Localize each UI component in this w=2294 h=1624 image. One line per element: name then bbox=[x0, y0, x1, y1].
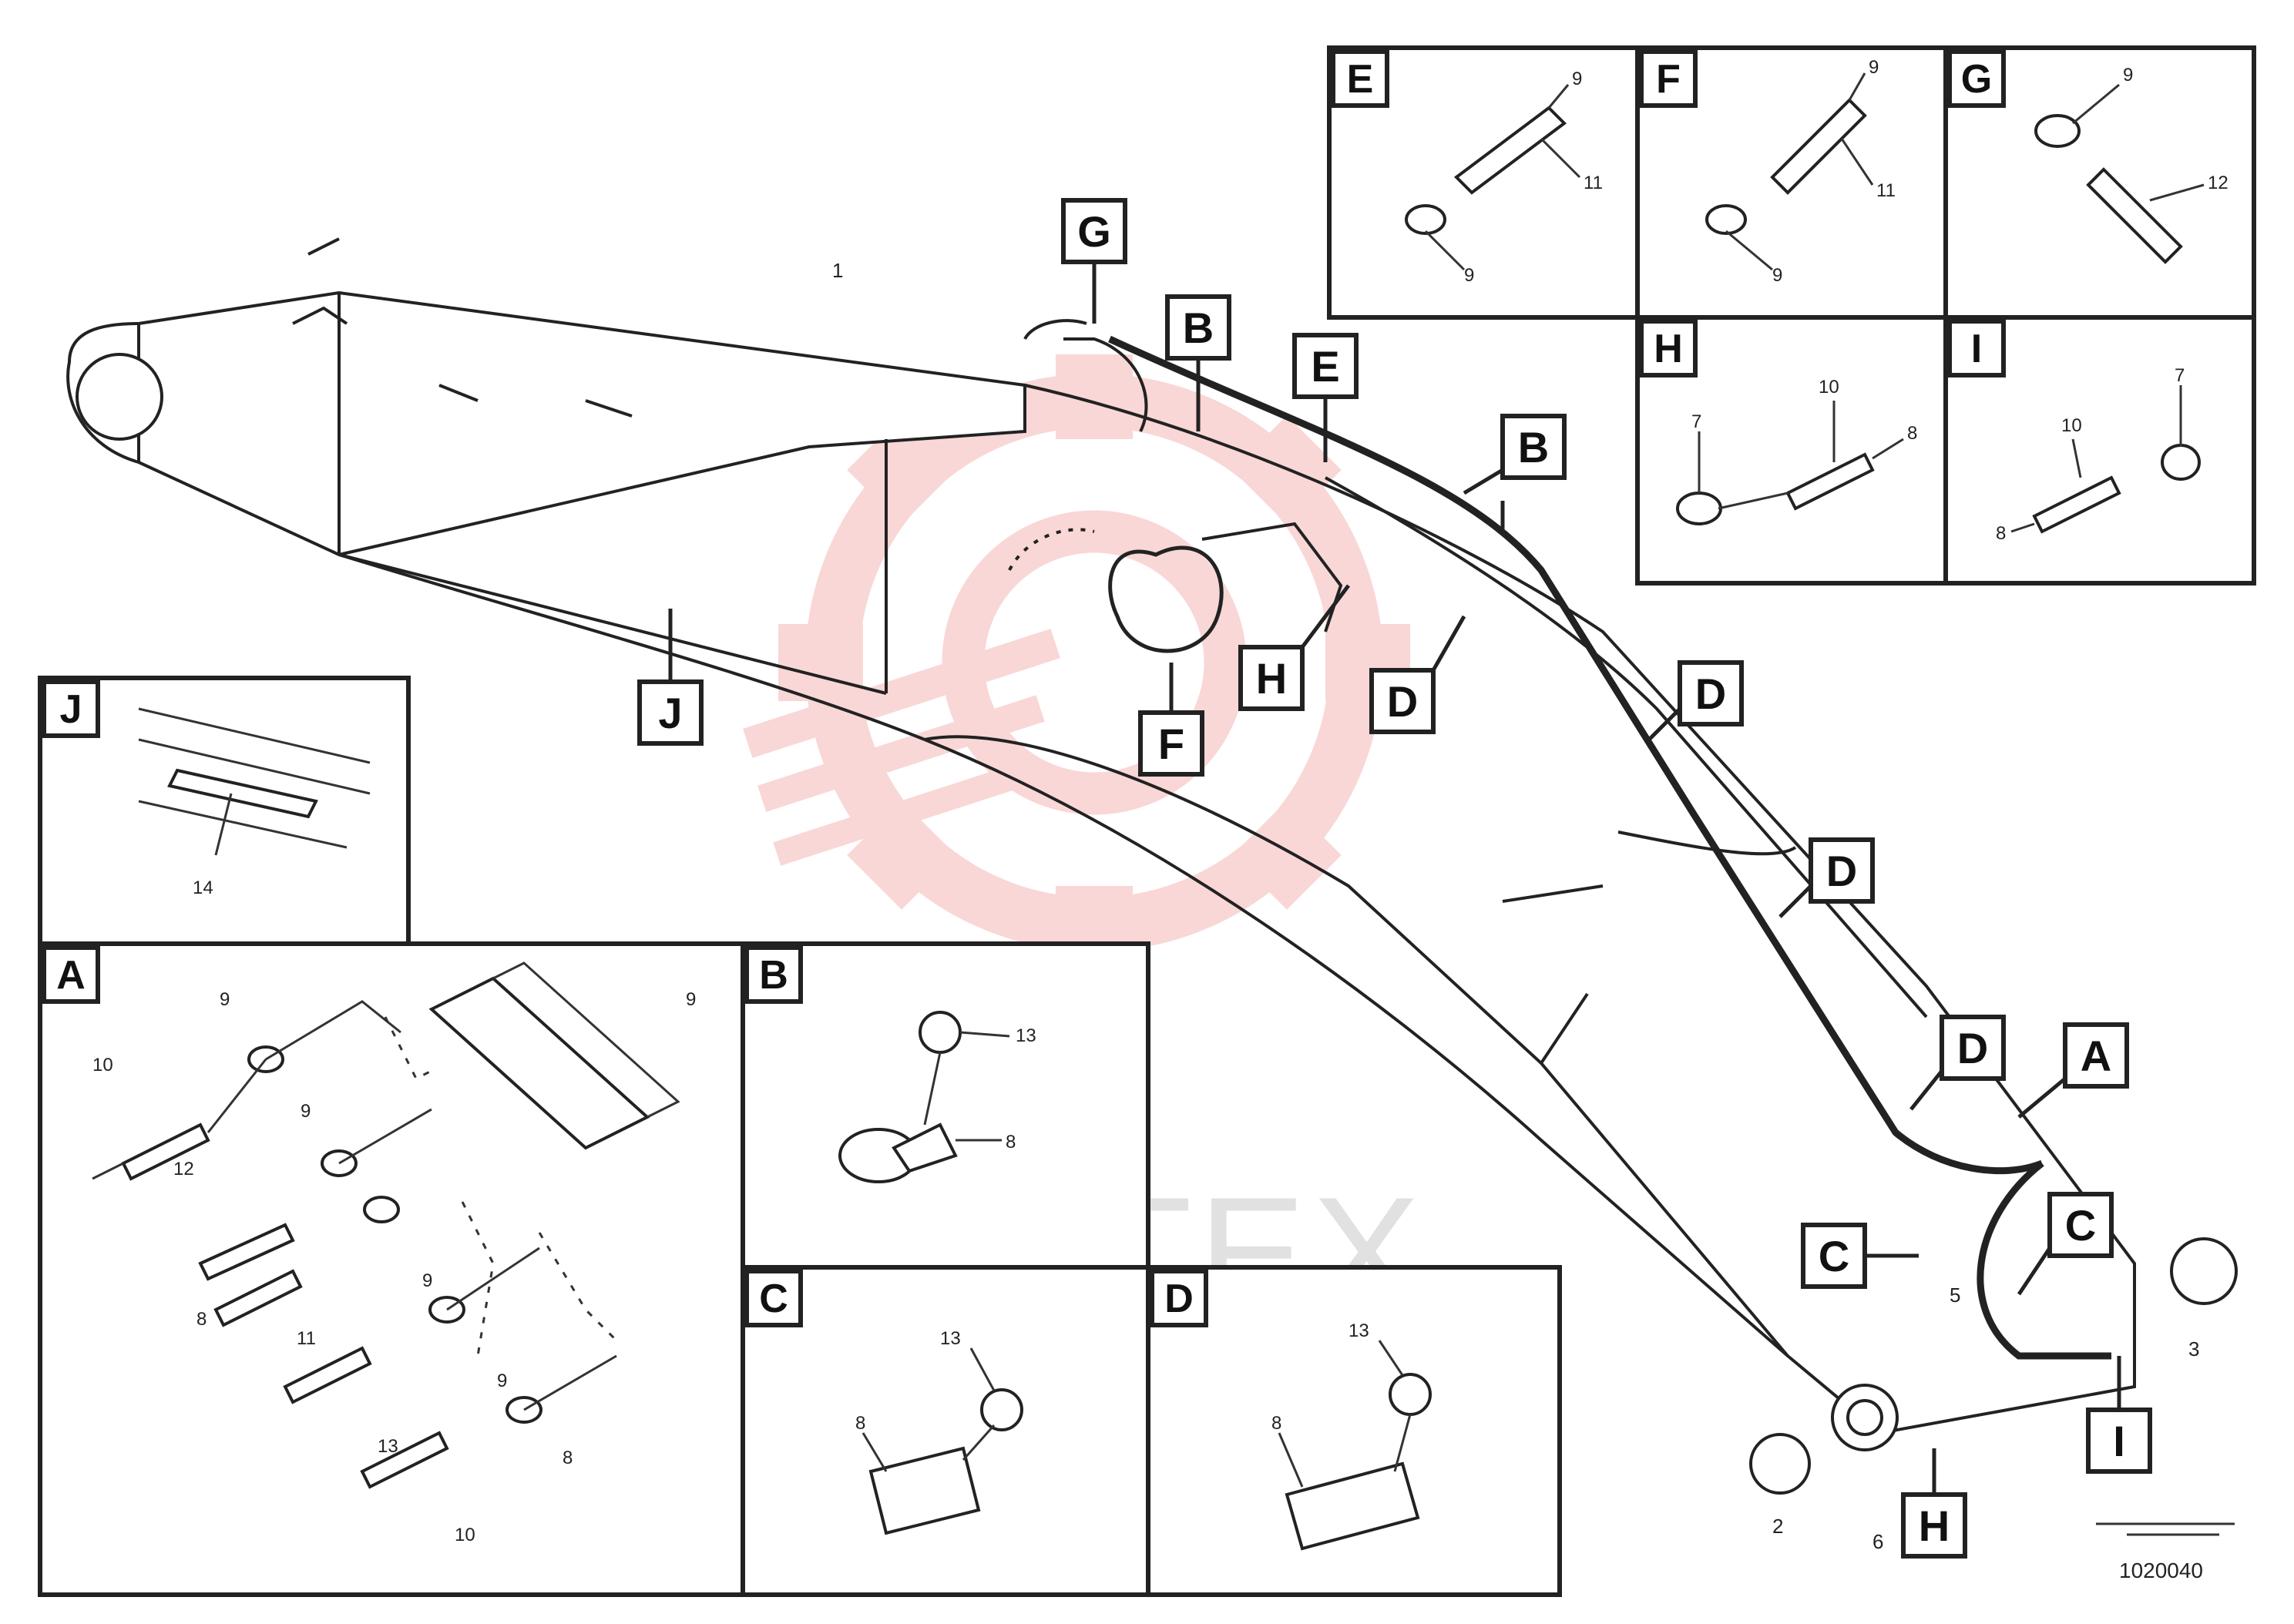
detail-panels-top: E 9 11 9 F 9 11 9 G 9 12 bbox=[1327, 45, 2256, 586]
part-number: 2 bbox=[1772, 1515, 1783, 1538]
callout-f[interactable]: F bbox=[1138, 663, 1204, 777]
callout-d-3[interactable]: D bbox=[1778, 837, 1875, 918]
svg-text:9: 9 bbox=[1869, 57, 1879, 78]
drawing-code: 1020040 bbox=[2096, 1522, 2235, 1582]
part-number: 1 bbox=[832, 259, 843, 282]
part-number: 5 bbox=[1950, 1283, 1960, 1307]
svg-text:J: J bbox=[60, 687, 82, 732]
detail-panel-i: I 7 10 8 bbox=[1947, 319, 2201, 544]
svg-text:8: 8 bbox=[563, 1448, 573, 1468]
svg-text:F: F bbox=[1656, 57, 1681, 102]
svg-text:B: B bbox=[1183, 304, 1214, 352]
svg-text:9: 9 bbox=[497, 1371, 507, 1391]
detail-panel-a: A 9 10 9 12 8 11 9 13 9 10 8 9 bbox=[38, 941, 745, 1597]
svg-text:9: 9 bbox=[301, 1101, 311, 1122]
svg-text:9: 9 bbox=[2123, 65, 2133, 86]
callout-c-right[interactable]: C bbox=[2017, 1192, 2114, 1296]
callout-d-upper[interactable]: D bbox=[1369, 615, 1466, 734]
svg-text:I: I bbox=[2113, 1417, 2125, 1465]
svg-text:8: 8 bbox=[855, 1413, 865, 1434]
svg-text:13: 13 bbox=[1349, 1320, 1369, 1341]
callout-e[interactable]: E bbox=[1292, 333, 1359, 462]
main-part-numbers: 1 3 2 6 5 bbox=[832, 259, 2199, 1553]
callout-b-top[interactable]: B bbox=[1165, 294, 1231, 431]
detail-panel-d: D 13 8 bbox=[1146, 1265, 1562, 1597]
svg-text:8: 8 bbox=[1271, 1413, 1281, 1434]
svg-text:9: 9 bbox=[686, 989, 696, 1010]
svg-text:11: 11 bbox=[1584, 173, 1603, 193]
callout-b-right[interactable]: B bbox=[1463, 414, 1567, 532]
detail-panel-e: E 9 11 9 bbox=[1331, 49, 1603, 286]
svg-text:8: 8 bbox=[1006, 1132, 1016, 1153]
svg-text:9: 9 bbox=[1772, 265, 1782, 286]
svg-text:8: 8 bbox=[1996, 523, 2006, 544]
svg-text:D: D bbox=[1957, 1024, 1988, 1072]
part-number: 3 bbox=[2188, 1337, 2199, 1361]
detail-panel-h: H 10 7 8 bbox=[1639, 319, 1917, 525]
svg-text:12: 12 bbox=[2208, 173, 2229, 193]
callout-j[interactable]: J bbox=[637, 609, 704, 746]
callout-a[interactable]: A bbox=[2017, 1022, 2129, 1119]
svg-text:D: D bbox=[1164, 1277, 1194, 1321]
svg-text:C: C bbox=[2065, 1201, 2096, 1250]
svg-text:13: 13 bbox=[1016, 1025, 1036, 1046]
svg-text:C: C bbox=[1819, 1232, 1849, 1280]
detail-panel-j: J 14 bbox=[38, 676, 411, 946]
svg-text:G: G bbox=[1077, 207, 1111, 256]
callout-g[interactable]: G bbox=[1061, 198, 1127, 324]
svg-text:7: 7 bbox=[1691, 411, 1701, 432]
callouts: G B E B H D bbox=[637, 198, 2152, 1559]
svg-text:B: B bbox=[759, 953, 788, 998]
svg-text:H: H bbox=[1256, 654, 1287, 703]
svg-text:8: 8 bbox=[1907, 423, 1917, 444]
svg-text:H: H bbox=[1919, 1502, 1950, 1550]
svg-text:F: F bbox=[1158, 720, 1184, 768]
detail-panel-c: C 13 8 bbox=[741, 1265, 1150, 1597]
part-number: 6 bbox=[1872, 1530, 1883, 1553]
svg-text:A: A bbox=[56, 953, 86, 998]
callout-h-bottom[interactable]: H bbox=[1901, 1448, 1967, 1559]
svg-text:9: 9 bbox=[1464, 265, 1474, 286]
svg-text:10: 10 bbox=[92, 1055, 113, 1075]
callout-i[interactable]: I bbox=[2086, 1356, 2152, 1474]
svg-text:E: E bbox=[1347, 57, 1374, 102]
callout-h-middle[interactable]: H bbox=[1238, 584, 1350, 711]
callout-c-left[interactable]: C bbox=[1801, 1223, 1919, 1289]
svg-text:11: 11 bbox=[297, 1328, 316, 1349]
boom-assembly bbox=[66, 237, 2238, 1495]
callout-d-4[interactable]: D bbox=[1909, 1015, 2006, 1111]
detail-panel-f: F 9 11 9 bbox=[1639, 49, 1896, 286]
svg-text:H: H bbox=[1654, 327, 1683, 371]
svg-text:13: 13 bbox=[378, 1436, 398, 1457]
svg-text:14: 14 bbox=[193, 877, 213, 898]
svg-text:C: C bbox=[759, 1277, 788, 1321]
callout-d-2[interactable]: D bbox=[1647, 660, 1744, 741]
svg-text:G: G bbox=[1961, 57, 1992, 102]
svg-text:9: 9 bbox=[422, 1270, 432, 1291]
svg-text:10: 10 bbox=[1819, 377, 1839, 398]
svg-text:J: J bbox=[658, 689, 682, 737]
svg-text:13: 13 bbox=[940, 1328, 961, 1349]
svg-text:D: D bbox=[1387, 677, 1418, 726]
svg-text:I: I bbox=[1971, 327, 1982, 371]
detail-panel-g: G 9 12 bbox=[1947, 49, 2229, 264]
svg-text:9: 9 bbox=[1572, 69, 1582, 89]
svg-text:A: A bbox=[2081, 1032, 2111, 1080]
svg-text:7: 7 bbox=[2175, 365, 2185, 386]
svg-text:E: E bbox=[1311, 342, 1339, 391]
svg-text:9: 9 bbox=[220, 989, 230, 1010]
svg-text:12: 12 bbox=[173, 1159, 194, 1179]
svg-text:1020040: 1020040 bbox=[2119, 1559, 2203, 1582]
svg-text:10: 10 bbox=[455, 1525, 475, 1545]
detail-panel-b: B 13 8 bbox=[741, 941, 1150, 1270]
svg-text:D: D bbox=[1695, 669, 1726, 718]
svg-text:10: 10 bbox=[2061, 415, 2082, 436]
svg-text:8: 8 bbox=[196, 1309, 207, 1330]
svg-text:B: B bbox=[1518, 423, 1549, 471]
svg-text:11: 11 bbox=[1876, 180, 1896, 201]
svg-text:D: D bbox=[1826, 847, 1857, 895]
